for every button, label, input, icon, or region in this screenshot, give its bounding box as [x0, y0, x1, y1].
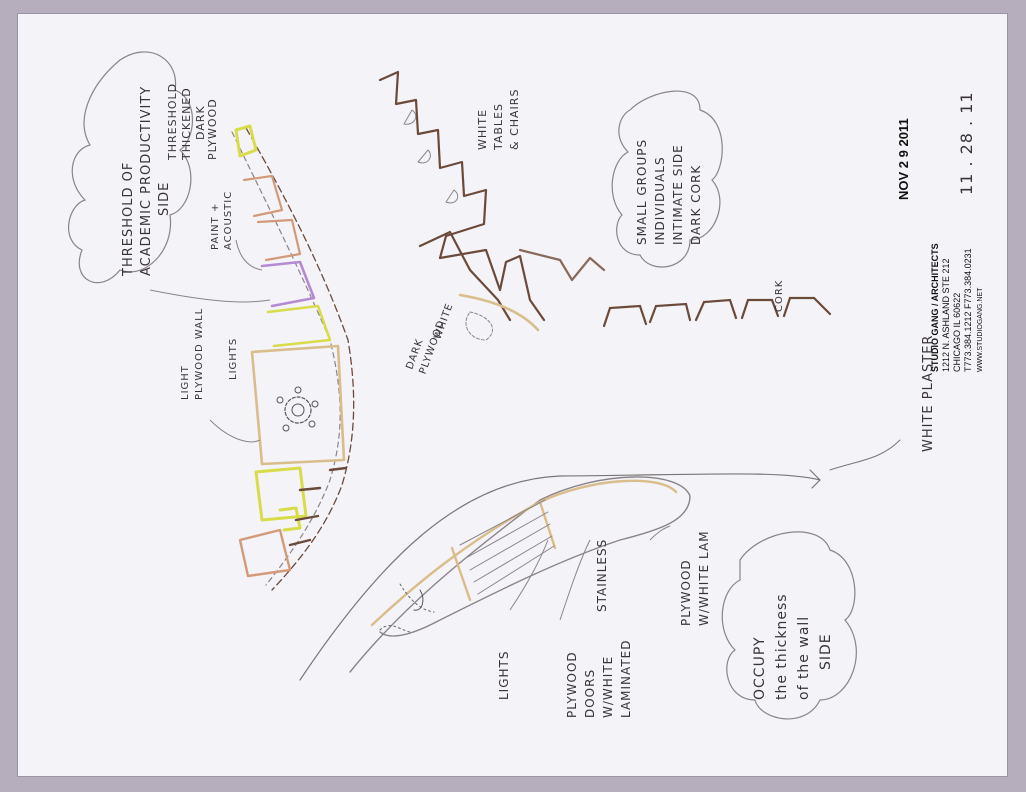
label-plywood-doors: PLYWOOD DOORS W/WHITE LAMINATED [565, 640, 633, 718]
studio-stamp: STUDIO GANG / ARCHITECTS 1212 N. ASHLAND… [930, 241, 984, 372]
cloud-threshold [68, 51, 194, 283]
cork-bumps [602, 296, 832, 328]
zigzag-seating [378, 70, 606, 341]
label-cork: CORK [774, 280, 785, 312]
received-date-stamp: NOV 2 9 2011 [896, 118, 911, 200]
label-plywood-white-lam: PLYWOOD W/WHITE LAM [679, 530, 711, 626]
handwritten-date: 11 . 28 . 11 [957, 91, 976, 195]
cloud-occupy [721, 531, 857, 720]
label-stainless: STAINLESS [595, 539, 609, 612]
sketch-sheet [17, 13, 1008, 777]
label-threshold-thickened: THRESHOLD THICKENED DARK PLYWOOD [166, 78, 219, 161]
label-white-tables: WHITE TABLES & CHAIRS [476, 89, 521, 151]
label-lights: LIGHTS [228, 338, 239, 380]
label-lights-bottom: LIGHTS [497, 651, 511, 701]
label-small-groups: SMALL GROUPS INDIVIDUALS INTIMATE SIDE D… [635, 134, 703, 245]
label-occupy: OCCUPY the thickness of the wall SIDE [752, 588, 834, 700]
leader-lines [149, 239, 671, 621]
label-paint-acoustic: PAINT + ACOUSTIC [210, 191, 234, 250]
label-white-plaster: WHITE PLASTER [921, 335, 936, 452]
label-light-plywood: LIGHT PLYWOOD WALL [180, 308, 205, 400]
left-curved-bar [231, 124, 355, 591]
label-threshold-academic: THRESHOLD OF ACADEMIC PRODUCTIVITY SIDE [121, 81, 172, 277]
bottom-shelf [299, 439, 901, 681]
cloud-small-groups [611, 90, 723, 268]
